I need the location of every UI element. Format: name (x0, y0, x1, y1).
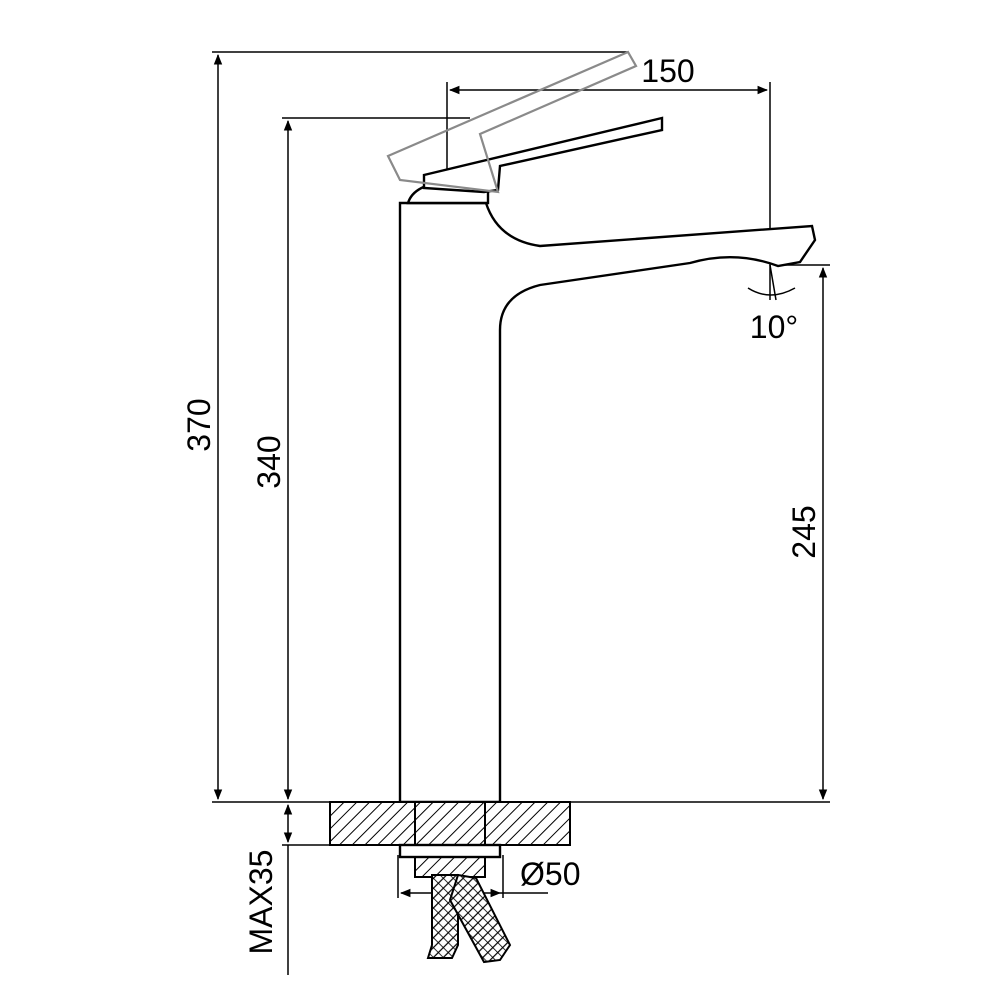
faucet-column (398, 201, 817, 804)
dim-150-label: 150 (641, 53, 694, 89)
dim-diameter-50: Ø50 (397, 855, 580, 898)
mounting-shank (414, 801, 486, 878)
supply-hose-right (448, 873, 512, 964)
dim-diameter-50-label: Ø50 (520, 856, 580, 892)
dim-370: 370 (181, 53, 223, 801)
dim-370-label: 370 (181, 398, 217, 451)
dim-245: 245 (786, 266, 828, 801)
dim-245-label: 245 (786, 505, 822, 558)
dim-340-label: 340 (251, 435, 287, 488)
extension-lines (212, 51, 830, 846)
dim-tilt-angle: 10° (747, 264, 798, 345)
dim-max35-label: MAX35 (243, 850, 279, 955)
dim-150: 150 (448, 53, 769, 95)
lever-handle (422, 116, 664, 194)
dim-max35: MAX35 (243, 803, 293, 975)
mounting-assembly (329, 801, 571, 964)
dim-tilt-angle-label: 10° (750, 309, 798, 345)
lock-nut (398, 843, 502, 859)
lever-handle-raised (386, 50, 638, 194)
faucet-body (386, 50, 817, 804)
dim-340: 340 (251, 119, 293, 801)
